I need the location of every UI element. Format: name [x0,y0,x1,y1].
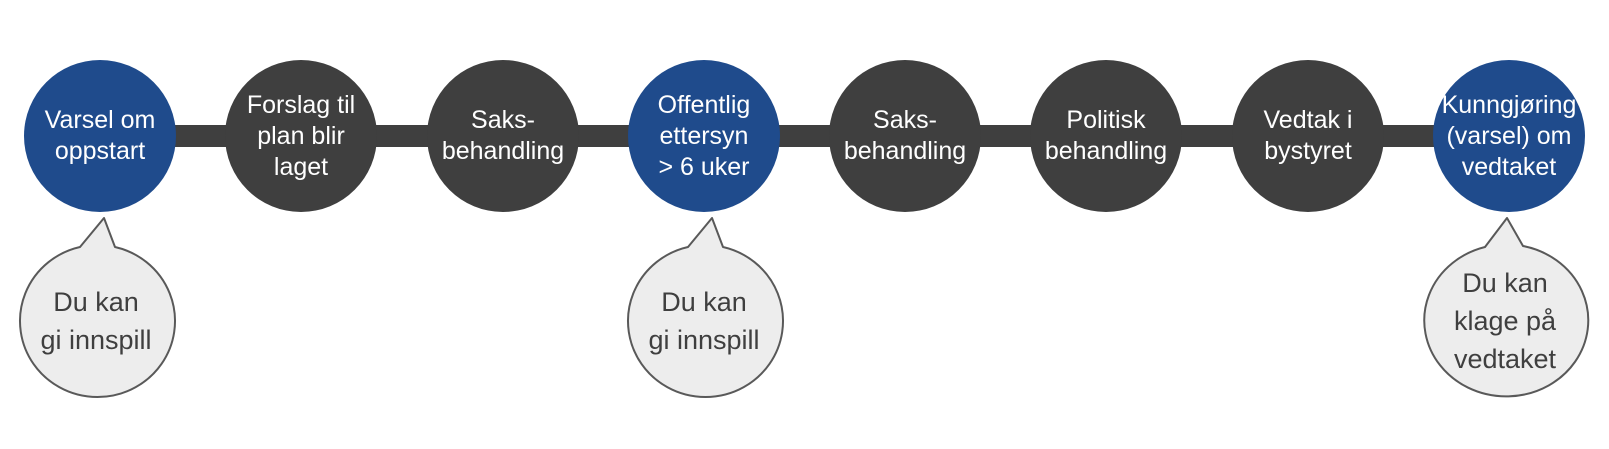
step-offentlig-ettersyn: Offentlig ettersyn > 6 uker [628,60,780,212]
speech-bubble-shape [19,217,176,399]
callout-klage-pa-vedtaket: Du kan klage på vedtaket [1419,203,1595,403]
step-label: Kunngjøring (varsel) om vedtaket [1441,90,1577,181]
step-label: Varsel om oppstart [44,106,156,165]
step-saksbehandling-1: Saks- behandling [427,60,579,212]
step-label: Saks- behandling [843,106,967,165]
step-politisk-behandling: Politisk behandling [1030,60,1182,212]
callout-gi-innspill-1: Du kan gi innspill [10,203,182,403]
step-label: Saks- behandling [441,106,565,165]
step-forslag-til-plan: Forslag til plan blir laget [225,60,377,212]
step-label: Vedtak i bystyret [1263,106,1353,165]
callout-label: Du kan klage på vedtaket [1453,268,1557,374]
speech-bubble-icon [19,217,176,399]
speech-bubble-shape [627,217,784,399]
callout-label: Du kan gi innspill [40,287,152,355]
step-varsel-om-oppstart: Varsel om oppstart [24,60,176,212]
speech-bubble-shape [1423,217,1590,398]
step-label: Forslag til plan blir laget [246,90,356,181]
step-kunngjoring-vedtaket: Kunngjøring (varsel) om vedtaket [1433,60,1585,212]
step-vedtak-i-bystyret: Vedtak i bystyret [1232,60,1384,212]
step-label: Offentlig ettersyn > 6 uker [657,90,751,181]
speech-bubble-icon [627,217,784,399]
callout-gi-innspill-2: Du kan gi innspill [618,203,790,403]
callout-label: Du kan gi innspill [648,287,760,355]
step-saksbehandling-2: Saks- behandling [829,60,981,212]
speech-bubble-icon [1423,217,1590,398]
step-label: Politisk behandling [1044,106,1168,165]
